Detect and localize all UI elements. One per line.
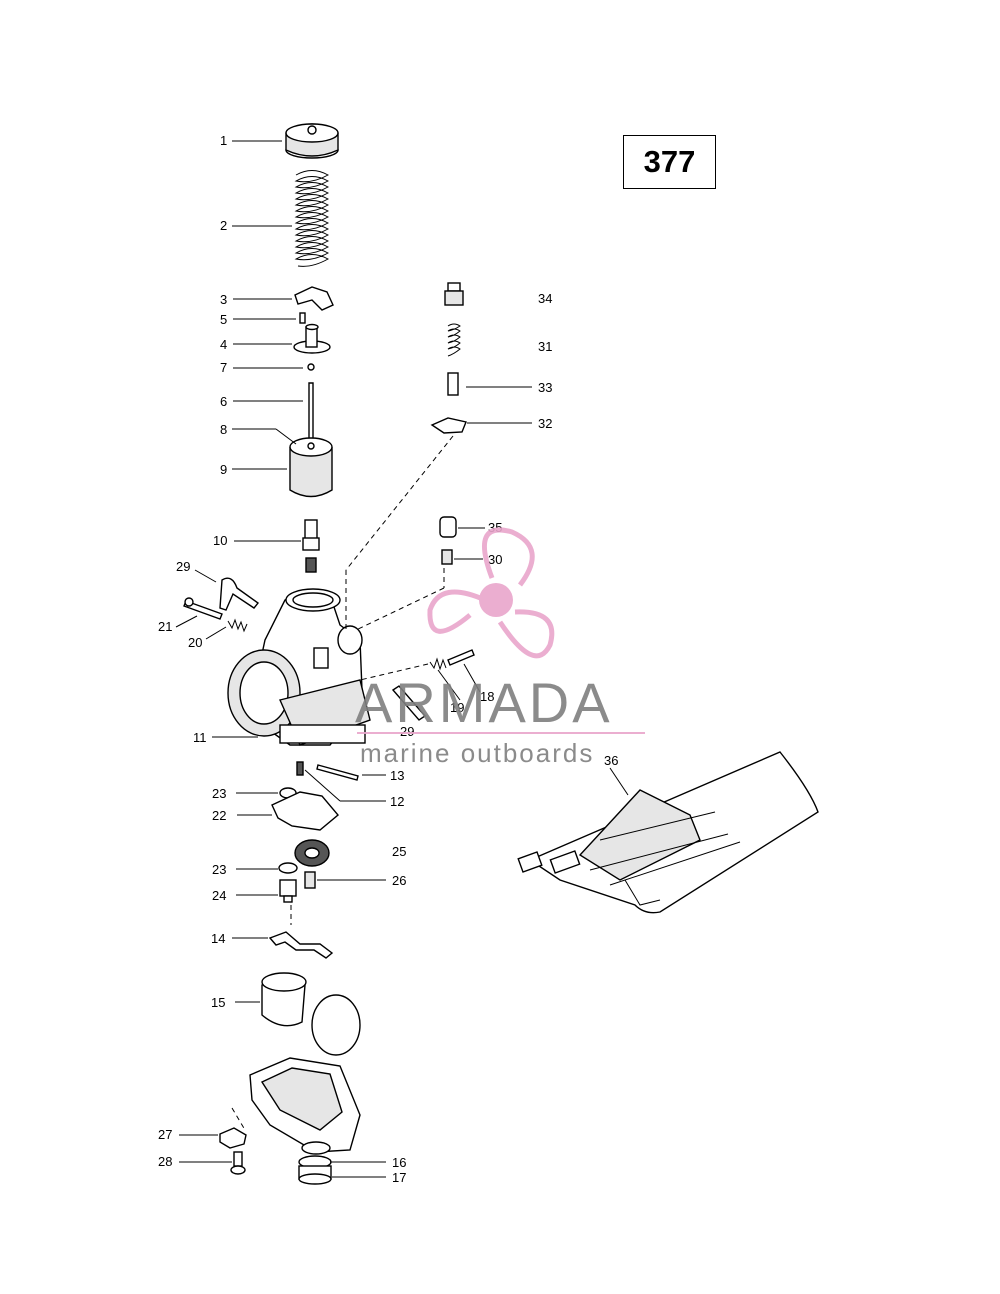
part-bowl-screw [230,1151,246,1175]
callout-7: 7 [220,360,227,375]
callout-1: 1 [220,133,227,148]
part-pilot-jet [304,871,316,889]
callout-36: 36 [604,753,618,768]
callout-27: 27 [158,1127,172,1142]
part-pin [299,312,306,324]
callout-13: 13 [390,768,404,783]
callout-15: 15 [211,995,225,1010]
part-pilot-screw [441,549,453,565]
callout-26: 26 [392,873,406,888]
part-tool-kit [517,751,819,914]
page-number-box: 377 [623,135,716,189]
part-carburetor-body [227,588,371,746]
part-idle-spring [429,657,447,671]
part-clip [307,363,315,371]
callout-16: 16 [392,1155,406,1170]
part-floats [261,972,361,1056]
callout-11: 11 [193,730,207,745]
leader-lines [175,140,629,1178]
callout-18: 18 [480,689,494,704]
part-needle-holder [293,323,331,354]
part-hose-lower [391,685,427,721]
part-starter-cap [430,417,467,434]
callout-30: 30 [488,552,502,567]
part-clip-plate [219,1127,247,1149]
part-float-pin [316,764,359,781]
callout-4: 4 [220,337,227,352]
part-starter-plunger [447,372,459,396]
callout-8: 8 [220,422,227,437]
callout-25: 25 [392,844,406,859]
part-air-screw-spring [227,618,248,633]
part-spring [294,170,330,267]
part-washer-lower [278,862,298,874]
callout-19: 19 [450,700,464,715]
callout-28: 28 [158,1154,172,1169]
callout-33: 33 [538,380,552,395]
part-valve-seat-gasket [271,791,339,831]
part-float-bowl [249,1057,361,1155]
callout-29-lower: 29 [400,724,414,739]
callout-22: 22 [212,808,226,823]
callout-12: 12 [390,794,404,809]
part-starter-spring [447,323,461,357]
parts-drawing [183,123,819,1185]
page-number: 377 [643,144,696,179]
callout-21: 21 [158,619,172,634]
callout-2: 2 [220,218,227,233]
callout-5: 5 [220,312,227,327]
part-needle-valve [296,761,304,776]
callout-34: 34 [538,291,552,306]
assembly-lines [231,435,454,1131]
callout-32: 32 [538,416,552,431]
part-air-screw [183,597,223,620]
watermark-tagline: marine outboards [360,738,594,768]
callout-20: 20 [188,635,202,650]
propeller-logo-icon [427,527,555,659]
callout-24: 24 [212,888,226,903]
part-drain-plug [298,1155,332,1185]
part-float-arm [268,931,334,959]
part-cover [439,516,457,538]
callout-14: 14 [211,931,225,946]
part-cap [285,123,339,159]
callout-23-upper: 23 [212,786,226,801]
part-throttle-valve [289,437,333,498]
callout-23-lower: 23 [212,862,226,877]
callout-31: 31 [538,339,552,354]
part-plate [294,286,334,311]
part-main-jet [279,879,297,903]
part-needle-jet [302,519,320,573]
callout-10: 10 [213,533,227,548]
callout-labels: 1 2 3 5 4 7 6 8 9 10 29 21 20 11 19 18 2… [158,133,618,1185]
part-hose-upper [219,577,260,611]
part-main-jet-holder [294,839,330,867]
part-cable-adjuster [444,282,464,306]
callout-9: 9 [220,462,227,477]
part-idle-screw [447,649,475,666]
callout-6: 6 [220,394,227,409]
callout-3: 3 [220,292,227,307]
watermark-brand: ARMADA [355,671,613,734]
callout-17: 17 [392,1170,406,1185]
callout-29-upper: 29 [176,559,190,574]
armada-watermark: ARMADA marine outboards [355,527,645,768]
